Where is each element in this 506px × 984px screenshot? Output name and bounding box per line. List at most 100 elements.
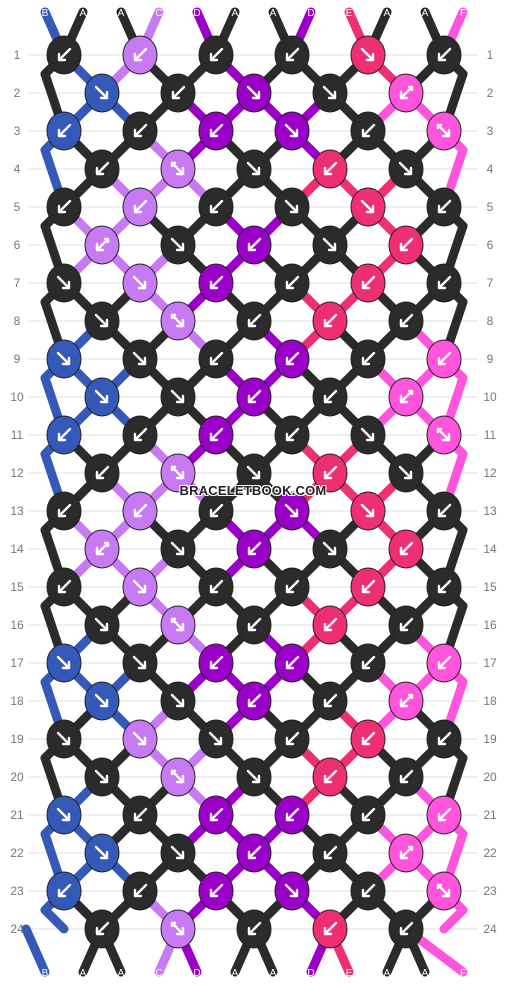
knot[interactable] — [274, 719, 310, 759]
knot[interactable] — [122, 415, 158, 455]
knot[interactable] — [388, 301, 424, 341]
knot[interactable] — [122, 339, 158, 379]
knot[interactable] — [46, 643, 82, 683]
knot[interactable] — [312, 149, 348, 189]
knot[interactable] — [46, 795, 82, 835]
knot[interactable] — [46, 187, 82, 227]
knot[interactable] — [350, 871, 386, 911]
knot[interactable] — [274, 643, 310, 683]
knot[interactable] — [84, 833, 120, 873]
knot[interactable] — [274, 339, 310, 379]
knot[interactable] — [160, 301, 196, 341]
knot[interactable] — [312, 757, 348, 797]
knot[interactable] — [350, 491, 386, 531]
knot[interactable] — [312, 681, 348, 721]
knot[interactable] — [84, 909, 120, 949]
knot[interactable] — [160, 453, 196, 493]
knot[interactable] — [84, 529, 120, 569]
knot[interactable] — [84, 377, 120, 417]
knot[interactable] — [350, 187, 386, 227]
knot[interactable] — [160, 909, 196, 949]
knot[interactable] — [236, 605, 272, 645]
knot[interactable] — [388, 377, 424, 417]
knot[interactable] — [46, 871, 82, 911]
knot[interactable] — [84, 149, 120, 189]
knot[interactable] — [388, 149, 424, 189]
knot[interactable] — [84, 605, 120, 645]
knot[interactable] — [198, 795, 234, 835]
knot[interactable] — [84, 225, 120, 265]
knot[interactable] — [350, 263, 386, 303]
knot[interactable] — [236, 149, 272, 189]
knot[interactable] — [122, 719, 158, 759]
knot[interactable] — [312, 73, 348, 113]
knot[interactable] — [274, 111, 310, 151]
knot[interactable] — [274, 187, 310, 227]
knot[interactable] — [236, 833, 272, 873]
knot[interactable] — [236, 73, 272, 113]
knot[interactable] — [160, 377, 196, 417]
knot[interactable] — [312, 833, 348, 873]
knot[interactable] — [426, 491, 462, 531]
knot[interactable] — [426, 187, 462, 227]
knot[interactable] — [46, 339, 82, 379]
knot[interactable] — [312, 225, 348, 265]
knot[interactable] — [160, 73, 196, 113]
knot[interactable] — [46, 111, 82, 151]
knot[interactable] — [198, 643, 234, 683]
knot[interactable] — [46, 491, 82, 531]
knot[interactable] — [426, 111, 462, 151]
knot[interactable] — [426, 567, 462, 607]
knot[interactable] — [84, 681, 120, 721]
knot[interactable] — [198, 567, 234, 607]
knot[interactable] — [426, 339, 462, 379]
knot[interactable] — [274, 415, 310, 455]
knot[interactable] — [198, 415, 234, 455]
knot[interactable] — [84, 301, 120, 341]
knot[interactable] — [274, 871, 310, 911]
knot[interactable] — [84, 73, 120, 113]
knot[interactable] — [46, 719, 82, 759]
knot[interactable] — [236, 529, 272, 569]
knot[interactable] — [46, 35, 82, 75]
knot[interactable] — [350, 719, 386, 759]
knot[interactable] — [350, 567, 386, 607]
knot[interactable] — [198, 111, 234, 151]
knot[interactable] — [198, 35, 234, 75]
knot[interactable] — [350, 339, 386, 379]
knot[interactable] — [350, 35, 386, 75]
knot[interactable] — [198, 871, 234, 911]
knot[interactable] — [160, 529, 196, 569]
knot[interactable] — [388, 529, 424, 569]
knot[interactable] — [160, 833, 196, 873]
knot[interactable] — [426, 643, 462, 683]
knot[interactable] — [122, 643, 158, 683]
knot[interactable] — [312, 605, 348, 645]
knot[interactable] — [122, 871, 158, 911]
knot[interactable] — [388, 453, 424, 493]
knot[interactable] — [388, 757, 424, 797]
knot[interactable] — [388, 833, 424, 873]
knot[interactable] — [312, 453, 348, 493]
knot[interactable] — [388, 681, 424, 721]
knot[interactable] — [198, 719, 234, 759]
knot[interactable] — [312, 909, 348, 949]
knot[interactable] — [198, 491, 234, 531]
knot[interactable] — [426, 35, 462, 75]
knot[interactable] — [160, 149, 196, 189]
knot[interactable] — [388, 225, 424, 265]
knot[interactable] — [122, 111, 158, 151]
knot[interactable] — [388, 909, 424, 949]
knot[interactable] — [160, 225, 196, 265]
knot[interactable] — [236, 453, 272, 493]
knot[interactable] — [122, 187, 158, 227]
knot[interactable] — [236, 681, 272, 721]
knot[interactable] — [236, 301, 272, 341]
knot[interactable] — [160, 757, 196, 797]
knot[interactable] — [198, 187, 234, 227]
knot[interactable] — [122, 263, 158, 303]
knot[interactable] — [426, 263, 462, 303]
knot[interactable] — [84, 453, 120, 493]
knot[interactable] — [350, 643, 386, 683]
knot[interactable] — [236, 909, 272, 949]
